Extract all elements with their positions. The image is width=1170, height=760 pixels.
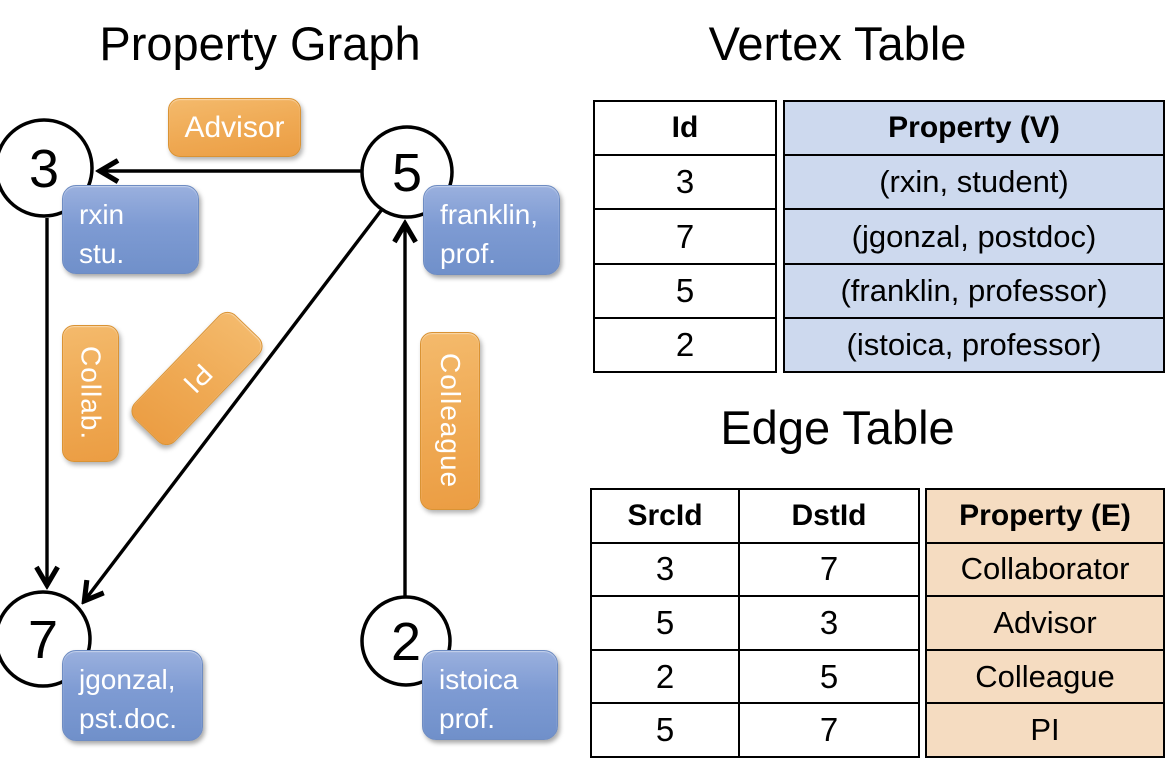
edge-table-property-cell: PI <box>927 702 1163 756</box>
node-id-2: 2 <box>390 612 422 672</box>
edge-label-text: Collab. <box>75 346 107 441</box>
edge-label-text: Colleague <box>435 353 466 489</box>
vertex-prop-box-3: rxin stu. <box>62 185 199 274</box>
vertex-table-property-cell: (rxin, student) <box>785 154 1163 209</box>
vertex-prop-box-2: istoica prof. <box>422 650 558 740</box>
edge-label-text: PI <box>176 357 219 400</box>
vertex-table-id-header: Id <box>671 111 699 145</box>
edge-table-dstid-cell: 5 <box>819 657 839 695</box>
vertex-table-id-cell: 2 <box>595 316 775 371</box>
edge-table-ids-row: 3 7 <box>592 541 918 596</box>
vertex-table-id-cell: 5 <box>595 262 775 317</box>
vertex-table-id-cell: 3 <box>595 154 775 208</box>
vertex-table-property-cell: (jgonzal, postdoc) <box>785 208 1163 263</box>
vertex-table-id-cell: 7 <box>595 208 775 262</box>
node-id-3: 3 <box>28 139 60 199</box>
edge-table-property-cell: Colleague <box>927 648 1163 703</box>
property-graph-title: Property Graph <box>99 17 421 70</box>
vertex-table-title: Vertex Table <box>708 17 967 70</box>
edge-table-property-column: Property (E) Collaborator Advisor Collea… <box>925 488 1165 758</box>
edge-table-ids-row: 2 5 <box>592 648 918 703</box>
vertex-table-property-cell: (franklin, professor) <box>785 262 1163 317</box>
edge-label-text: Advisor <box>184 110 285 144</box>
edge-table-dstid-cell: 3 <box>819 603 839 641</box>
vertex-prop-line: rxin <box>79 199 125 230</box>
edge-table-ids-header-row: SrcId DstId <box>592 490 918 542</box>
edge-table-ids-row: 5 3 <box>592 595 918 649</box>
vertex-table: Id 3 7 5 2 Property (V) (rxin, student) … <box>593 100 1165 373</box>
vertex-prop-line: franklin, <box>440 199 539 230</box>
edge-table-srcid-cell: 2 <box>592 650 740 703</box>
vertex-prop-line: pst.doc. <box>79 703 178 734</box>
vertex-prop-box-5: franklin, prof. <box>423 185 560 275</box>
vertex-table-property-cell: (istoica, professor) <box>785 316 1163 372</box>
edge-table-dstid-cell: 7 <box>819 711 839 749</box>
vertex-table-property-header: Property (V) <box>785 102 1163 155</box>
edge-label-colleague: Colleague <box>420 332 480 510</box>
node-id-7: 7 <box>27 610 59 670</box>
edge-table-srcid-cell: 3 <box>592 543 740 596</box>
edge-table: SrcId DstId 3 7 5 3 2 5 <box>590 488 1165 758</box>
vertex-prop-box-7: jgonzal, pst.doc. <box>62 650 203 741</box>
edge-table-property-cell: Collaborator <box>927 541 1163 596</box>
edge-table-srcid-cell: 5 <box>592 597 740 649</box>
vertex-table-id-column: Id 3 7 5 2 <box>593 100 777 373</box>
vertex-prop-line: prof. <box>440 238 497 269</box>
edge-line-pi-5-to-7 <box>85 206 385 600</box>
edge-label-advisor: Advisor <box>168 98 301 157</box>
edge-table-ids-column: SrcId DstId 3 7 5 3 2 5 <box>590 488 920 758</box>
edge-label-collab: Collab. <box>62 325 119 462</box>
edge-table-property-header: Property (E) <box>927 490 1163 542</box>
edge-table-dstid-header: DstId <box>791 498 867 532</box>
vertex-prop-line: stu. <box>79 238 125 269</box>
vertex-prop-line: istoica <box>439 664 519 695</box>
edge-table-srcid-header: SrcId <box>592 490 740 542</box>
edge-table-ids-row: 5 7 <box>592 702 918 756</box>
edge-table-dstid-cell: 7 <box>819 550 839 588</box>
edge-table-property-cell: Advisor <box>927 595 1163 649</box>
vertex-prop-line: prof. <box>439 703 496 734</box>
node-id-5: 5 <box>391 143 423 203</box>
edge-table-title: Edge Table <box>720 401 955 454</box>
edge-table-srcid-cell: 5 <box>592 704 740 756</box>
vertex-prop-line: jgonzal, <box>79 664 176 695</box>
vertex-table-property-column: Property (V) (rxin, student) (jgonzal, p… <box>783 100 1165 373</box>
